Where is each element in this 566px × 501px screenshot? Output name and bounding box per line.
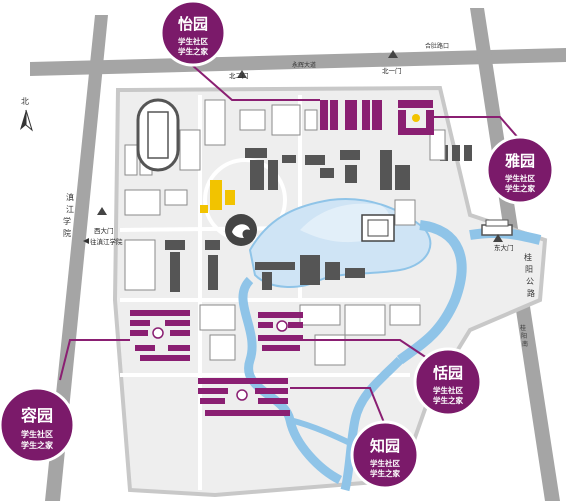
- svg-text:学生社区: 学生社区: [21, 429, 53, 439]
- west-arrow-icon: [83, 238, 89, 244]
- library-building: [361, 214, 395, 242]
- highlight-building: [200, 180, 235, 213]
- east-gate-label: 东大门: [494, 243, 514, 252]
- west-gate-label: 西大门: [94, 226, 114, 235]
- east-gate-structure: [481, 219, 513, 236]
- svg-text:学生社区: 学生社区: [178, 36, 208, 46]
- svg-text:学生之家: 学生之家: [370, 468, 400, 478]
- northeast-road-label: 合肚路口: [425, 42, 449, 50]
- leader-lines: [59, 64, 521, 426]
- svg-text:滇: 滇: [66, 192, 74, 202]
- dorm-rong: [130, 310, 190, 361]
- svg-text:怡园: 怡园: [178, 15, 208, 33]
- svg-text:学生社区: 学生社区: [433, 385, 463, 395]
- svg-text:容园: 容园: [20, 406, 53, 425]
- center-logo: [225, 214, 257, 246]
- svg-text:路: 路: [527, 288, 535, 298]
- svg-text:桂: 桂: [520, 324, 526, 332]
- gate-markers: [97, 50, 503, 242]
- dorm-tian: [258, 312, 303, 351]
- badge-yi: 怡园 学生社区 学生之家: [159, 0, 227, 67]
- stadium: [136, 98, 180, 172]
- west-road-label: 滇 江 学 院: [63, 192, 74, 238]
- svg-text:学生社区: 学生社区: [505, 173, 535, 183]
- dorm-ya: [398, 100, 434, 135]
- svg-text:学生社区: 学生社区: [370, 458, 400, 468]
- badge-tian: 恬园 学生社区 学生之家: [413, 347, 483, 417]
- svg-text:恬园: 恬园: [433, 364, 463, 382]
- north-arrow-icon: [20, 109, 33, 132]
- north-gate-1-label: 北一门: [382, 66, 402, 75]
- svg-text:桂: 桂: [524, 252, 532, 262]
- north-road-label: 永辉大道: [292, 61, 316, 69]
- svg-text:学生之家: 学生之家: [505, 183, 535, 193]
- svg-text:南: 南: [522, 340, 528, 348]
- outline-buildings: [124, 99, 446, 366]
- east-road-label: 桂 阳 公 路: [524, 252, 535, 298]
- svg-text:学生之家: 学生之家: [178, 46, 208, 56]
- svg-text:学生之家: 学生之家: [21, 440, 54, 450]
- svg-text:院: 院: [63, 228, 71, 238]
- dorm-zhi: [198, 378, 290, 416]
- svg-text:江: 江: [66, 205, 74, 214]
- badge-rong: 容园 学生社区 学生之家: [0, 386, 76, 464]
- svg-text:阳: 阳: [521, 332, 527, 340]
- svg-text:公: 公: [526, 277, 534, 286]
- svg-text:知园: 知园: [370, 437, 400, 455]
- svg-text:学: 学: [63, 216, 71, 226]
- west-arrow-label: 往滇江学院: [90, 237, 123, 246]
- east-small-road-label: 桂 阳 南: [520, 324, 528, 348]
- north-label: 北: [21, 97, 29, 106]
- badge-zhi: 知园 学生社区 学生之家: [350, 420, 420, 490]
- academic-buildings: [165, 145, 472, 292]
- svg-text:阳: 阳: [525, 265, 533, 274]
- dorm-yi: [320, 100, 382, 130]
- svg-text:雅园: 雅园: [504, 152, 535, 170]
- badge-ya: 雅园 学生社区 学生之家: [485, 135, 555, 205]
- north-gate-2-label: 北二门: [229, 71, 249, 80]
- svg-text:学生之家: 学生之家: [433, 395, 463, 405]
